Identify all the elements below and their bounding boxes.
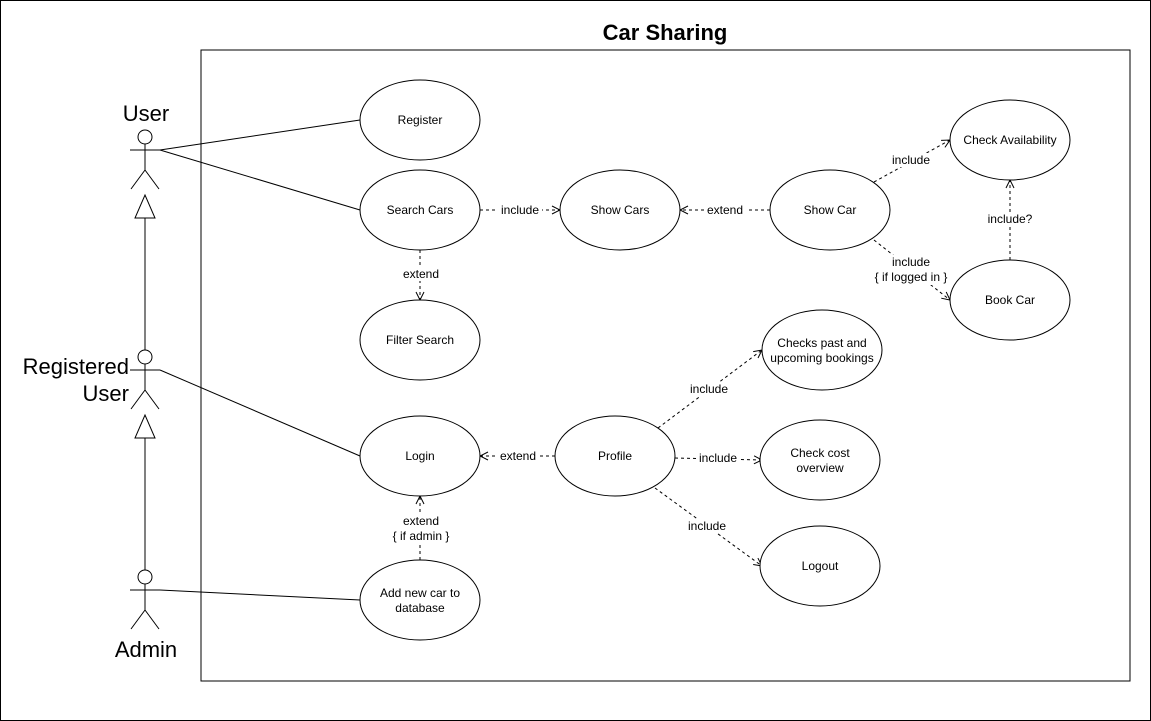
use-case-check-cost[interactable]: Check cost overview [759, 419, 881, 501]
label-add-car-login: extend { if admin } [390, 513, 452, 543]
generalization-arrowhead [134, 193, 156, 219]
actor-registered-user[interactable] [130, 349, 160, 410]
use-case-logout[interactable]: Logout [759, 525, 881, 607]
generalization-arrowhead [134, 413, 156, 439]
actor-user[interactable] [130, 129, 160, 190]
svg-text:overview: overview [796, 461, 844, 475]
use-case-checks-bookings[interactable]: Checks past and upcoming bookings [761, 309, 883, 391]
actor-user-label: User [123, 101, 169, 126]
label-profile-cost: include [697, 451, 739, 465]
use-case-filter-search[interactable]: Filter Search [359, 299, 481, 381]
svg-text:include: include [690, 382, 728, 396]
actor-registered-user-label-line1: Registered [23, 354, 129, 379]
svg-text:extend: extend [500, 449, 536, 463]
label-profile-logout: include [686, 519, 728, 533]
svg-text:include?: include? [988, 212, 1033, 226]
label-book-availability: include? [986, 212, 1034, 226]
svg-text:include: include [892, 153, 930, 167]
svg-text:upcoming bookings: upcoming bookings [770, 351, 873, 365]
svg-text:include: include [688, 519, 726, 533]
svg-text:include: include [501, 203, 539, 217]
use-case-check-availability[interactable]: Check Availability [949, 99, 1071, 181]
svg-text:Book Car: Book Car [985, 293, 1035, 307]
use-case-add-car[interactable]: Add new car to database [359, 559, 481, 641]
svg-text:extend: extend [403, 267, 439, 281]
svg-text:Check Availability: Check Availability [963, 133, 1056, 147]
svg-text:{ if admin }: { if admin } [393, 529, 450, 543]
svg-text:include: include [892, 255, 930, 269]
label-search-filter: extend [400, 267, 442, 281]
svg-text:Check cost: Check cost [790, 446, 850, 460]
actor-admin-label: Admin [115, 637, 177, 662]
svg-text:Show Cars: Show Cars [591, 203, 650, 217]
actor-admin[interactable] [130, 569, 160, 630]
label-show-car-show-cars: extend [704, 203, 746, 217]
rel-profile-include-bookings [657, 350, 762, 429]
assoc-user-search-cars [159, 149, 361, 211]
label-profile-bookings: include [688, 382, 730, 396]
svg-text:Profile: Profile [598, 449, 632, 463]
svg-text:Register: Register [398, 113, 443, 127]
label-show-car-availability: include [890, 153, 932, 167]
assoc-user-register [159, 119, 361, 151]
svg-text:extend: extend [403, 514, 439, 528]
svg-text:Filter Search: Filter Search [386, 333, 454, 347]
use-case-register[interactable]: Register [359, 79, 481, 161]
label-show-car-book-car: include { if logged in } [872, 255, 952, 285]
svg-text:database: database [395, 601, 445, 615]
svg-text:include: include [699, 451, 737, 465]
svg-text:{ if logged in }: { if logged in } [875, 270, 948, 284]
svg-text:Checks past and: Checks past and [777, 336, 866, 350]
svg-text:Show Car: Show Car [804, 203, 857, 217]
use-case-login[interactable]: Login [359, 415, 481, 497]
svg-text:Logout: Logout [802, 559, 839, 573]
label-search-show-cars: include [498, 203, 542, 217]
svg-text:Login: Login [405, 449, 434, 463]
diagram-title: Car Sharing [603, 20, 728, 45]
svg-text:Add new car to: Add new car to [380, 586, 460, 600]
assoc-registered-user-login [159, 369, 361, 457]
use-case-profile[interactable]: Profile [554, 415, 676, 497]
label-profile-login: extend [497, 449, 539, 463]
use-case-book-car[interactable]: Book Car [949, 259, 1071, 341]
use-case-show-car[interactable]: Show Car [769, 169, 891, 251]
use-case-search-cars[interactable]: Search Cars [359, 169, 481, 251]
assoc-admin-add-car [159, 589, 361, 601]
svg-text:Search Cars: Search Cars [387, 203, 454, 217]
svg-text:extend: extend [707, 203, 743, 217]
use-case-show-cars[interactable]: Show Cars [559, 169, 681, 251]
actor-registered-user-label-line2: User [83, 381, 129, 406]
